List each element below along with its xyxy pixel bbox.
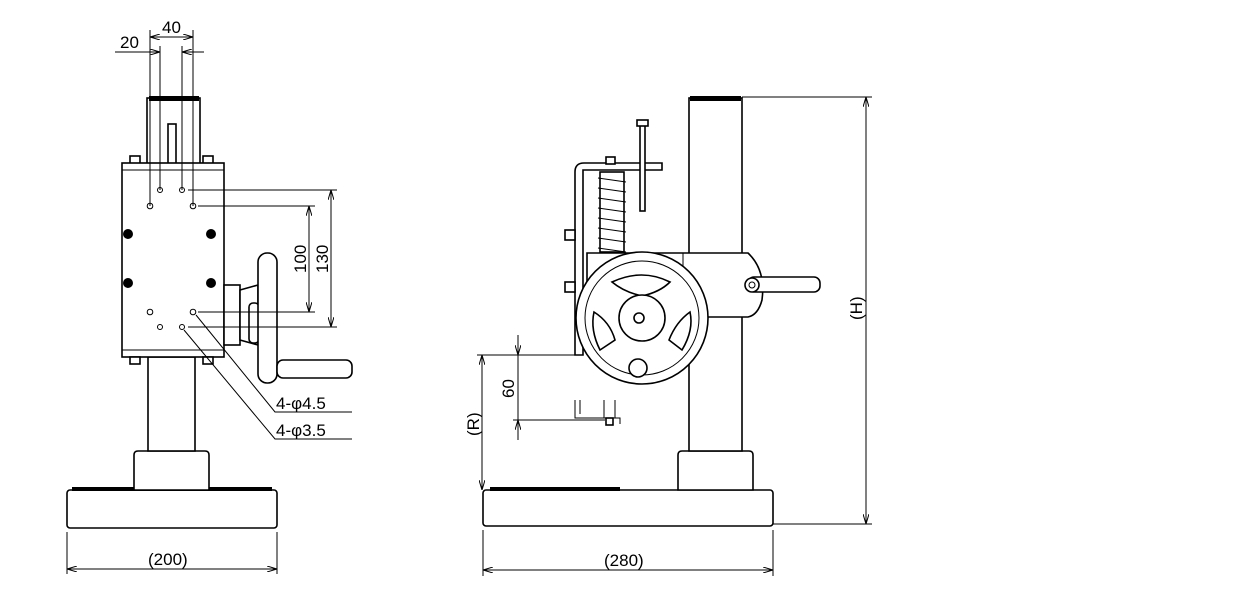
dim-100: 100 [291, 245, 310, 273]
dim-height: (H) [847, 296, 866, 320]
side-view: (H) (R) 60 (280) [464, 96, 872, 576]
callout-hole-4-5: 4-φ4.5 [276, 394, 326, 413]
front-handle [276, 359, 353, 379]
dim-40: 40 [162, 18, 181, 37]
spring [597, 171, 627, 253]
side-pedestal [677, 450, 754, 491]
dim-reach: (R) [464, 412, 483, 436]
dim-200: (200) [148, 550, 188, 569]
side-handwheel [575, 251, 709, 385]
dim-20: 20 [120, 33, 139, 52]
front-base [66, 489, 278, 529]
front-body [121, 162, 225, 358]
front-handwheel [257, 252, 278, 384]
front-column [147, 356, 196, 452]
callout-hole-3-5: 4-φ3.5 [276, 421, 326, 440]
front-view: 40 20 100 130 4-φ4.5 4-φ3.5 (200) [66, 18, 353, 574]
dim-130: 130 [313, 245, 332, 273]
dim-stroke: 60 [499, 379, 518, 398]
side-base [482, 489, 774, 527]
side-bracket [574, 162, 663, 356]
front-pedestal [133, 450, 210, 491]
dim-depth: (280) [604, 551, 644, 570]
